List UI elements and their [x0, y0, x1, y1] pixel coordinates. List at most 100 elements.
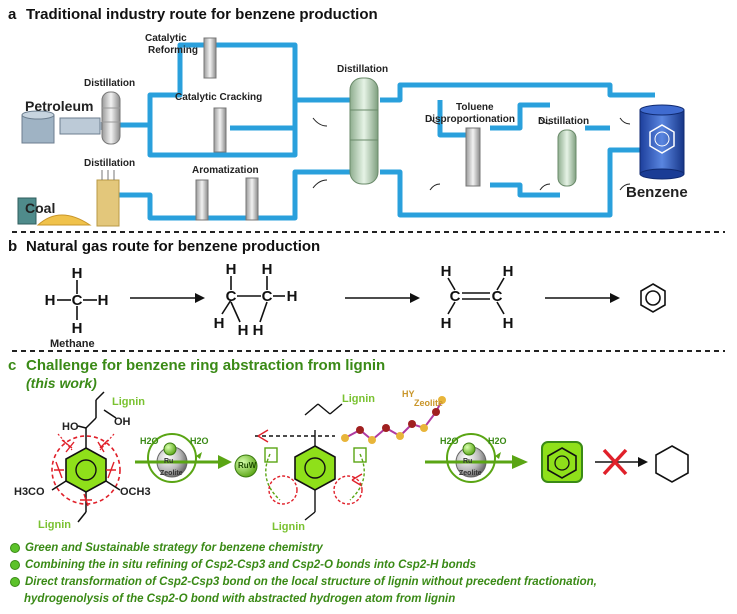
label-benzene: Benzene [626, 184, 688, 201]
label-ho: HO [62, 421, 79, 433]
bullet-3b-text: hydrogenolysis of the Csp2-O bond with a… [24, 593, 456, 605]
label-h3co: H3CO [14, 486, 45, 498]
label-ru-ball: RuW [238, 461, 257, 470]
bullet-3-text: Direct transformation of Csp2-Csp3 bond … [25, 576, 597, 588]
label-zeolite-1: Zeolite [160, 470, 183, 477]
hy-zeolite-atoms [341, 396, 446, 444]
label-aromatization: Aromatization [192, 165, 259, 176]
distillation-tower-petroleum [101, 91, 121, 145]
pipe-network [110, 42, 655, 221]
bullet-dot-icon [10, 576, 20, 587]
panel-a-letter: a [8, 6, 17, 23]
arrowhead-c2 [512, 455, 528, 469]
svg-text:H: H [253, 322, 264, 339]
label-lignin-bottom2: Lignin [272, 521, 305, 533]
coal-storage [17, 170, 120, 227]
methane-structure [57, 280, 97, 320]
flow-arrows [312, 117, 631, 191]
ethane-structure [221, 276, 285, 323]
distillation-tower-right [557, 129, 577, 187]
label-toluene-1: Toluene [456, 102, 494, 113]
bullet-2: Combining the in situ refining of Csp2-C… [10, 559, 476, 571]
label-coal: Coal [25, 200, 56, 216]
label-methane: Methane [50, 338, 95, 350]
label-och3: OCH3 [120, 486, 151, 498]
label-ru-2: Ru [463, 458, 473, 465]
arrowhead-c1 [218, 455, 232, 469]
svg-text:H: H [98, 292, 109, 309]
label-catalytic-reforming-2: Reforming [148, 45, 198, 56]
label-distillation-center: Distillation [337, 64, 389, 75]
svg-text:C: C [450, 288, 461, 305]
catalytic-reforming-tower [203, 37, 217, 79]
svg-text:H: H [72, 320, 83, 337]
bullet-3-continuation: hydrogenolysis of the Csp2-O bond with a… [24, 593, 455, 605]
panel-b-title: Natural gas route for benzene production [26, 238, 321, 255]
bullet-dot-icon [10, 542, 20, 553]
aromatization-towers [195, 177, 259, 221]
svg-text:H: H [226, 261, 237, 278]
label-distillation-right: Distillation [538, 116, 590, 127]
bullet-3: Direct transformation of Csp2-Csp3 bond … [10, 576, 597, 588]
svg-text:H: H [214, 315, 225, 332]
catalytic-cracking-tower [213, 107, 227, 153]
panel-c-subtitle: (this work) [26, 375, 97, 391]
svg-text:H: H [441, 315, 452, 332]
panel-c-title: Challenge for benzene ring abstraction f… [26, 357, 386, 374]
label-distillation-2: Distillation [84, 158, 136, 169]
svg-text:H: H [262, 261, 273, 278]
label-hy: HY [402, 389, 415, 399]
label-lignin-top2: Lignin [342, 393, 375, 405]
label-h2o-c: H2O [440, 436, 459, 446]
svg-text:C: C [226, 288, 237, 305]
svg-text:H: H [503, 263, 514, 280]
label-distillation-1: Distillation [84, 78, 136, 89]
arrowhead-3 [610, 293, 620, 303]
ethylene-atoms: C C H H H H [441, 263, 514, 332]
arrowhead-2 [410, 293, 420, 303]
toluene-disproportionation-tower [465, 127, 481, 187]
panel-c-letter: c [8, 357, 17, 374]
svg-text:C: C [72, 292, 83, 309]
distillation-tower-center [349, 77, 379, 185]
svg-text:H: H [72, 265, 83, 282]
panel-b-letter: b [8, 238, 18, 255]
label-petroleum: Petroleum [25, 98, 94, 114]
svg-text:H: H [441, 263, 452, 280]
blocked-cross-icon [602, 448, 628, 476]
svg-text:H: H [238, 322, 249, 339]
label-toluene-2: Disproportionation [425, 114, 515, 125]
label-zeolite-2: Zeolite [459, 470, 482, 477]
benzene-drum [639, 104, 685, 180]
label-hy-zeolite: Zeolite [414, 398, 444, 408]
benzene-product [541, 441, 583, 483]
label-h2o-d: H2O [488, 436, 507, 446]
bullet-dot-icon [10, 559, 20, 570]
lignin-structure-middle [255, 403, 367, 521]
label-oh: OH [114, 416, 131, 428]
arrowhead-1 [195, 293, 205, 303]
svg-text:H: H [45, 292, 56, 309]
arrowhead-c3 [638, 457, 648, 467]
label-lignin-top: Lignin [112, 396, 145, 408]
svg-text:H: H [503, 315, 514, 332]
panel-a-title: Traditional industry route for benzene p… [26, 6, 378, 23]
label-ru-1: Ru [164, 458, 174, 465]
label-lignin-bottom: Lignin [38, 519, 71, 531]
svg-text:C: C [262, 288, 273, 305]
label-h2o-b: H2O [190, 436, 209, 446]
lignin-structure-left [51, 391, 121, 523]
cyclohexane [655, 445, 689, 483]
label-catalytic-reforming-1: Catalytic [145, 33, 187, 44]
ethylene-structure [447, 277, 505, 315]
svg-text:H: H [287, 288, 298, 305]
bullet-2-text: Combining the in situ refining of Csp2-C… [25, 559, 477, 571]
ruw-ball [234, 454, 258, 478]
bullet-1-text: Green and Sustainable strategy for benze… [25, 542, 323, 554]
benzene-ring-b [640, 283, 666, 313]
label-h2o-a: H2O [140, 436, 159, 446]
svg-text:C: C [492, 288, 503, 305]
